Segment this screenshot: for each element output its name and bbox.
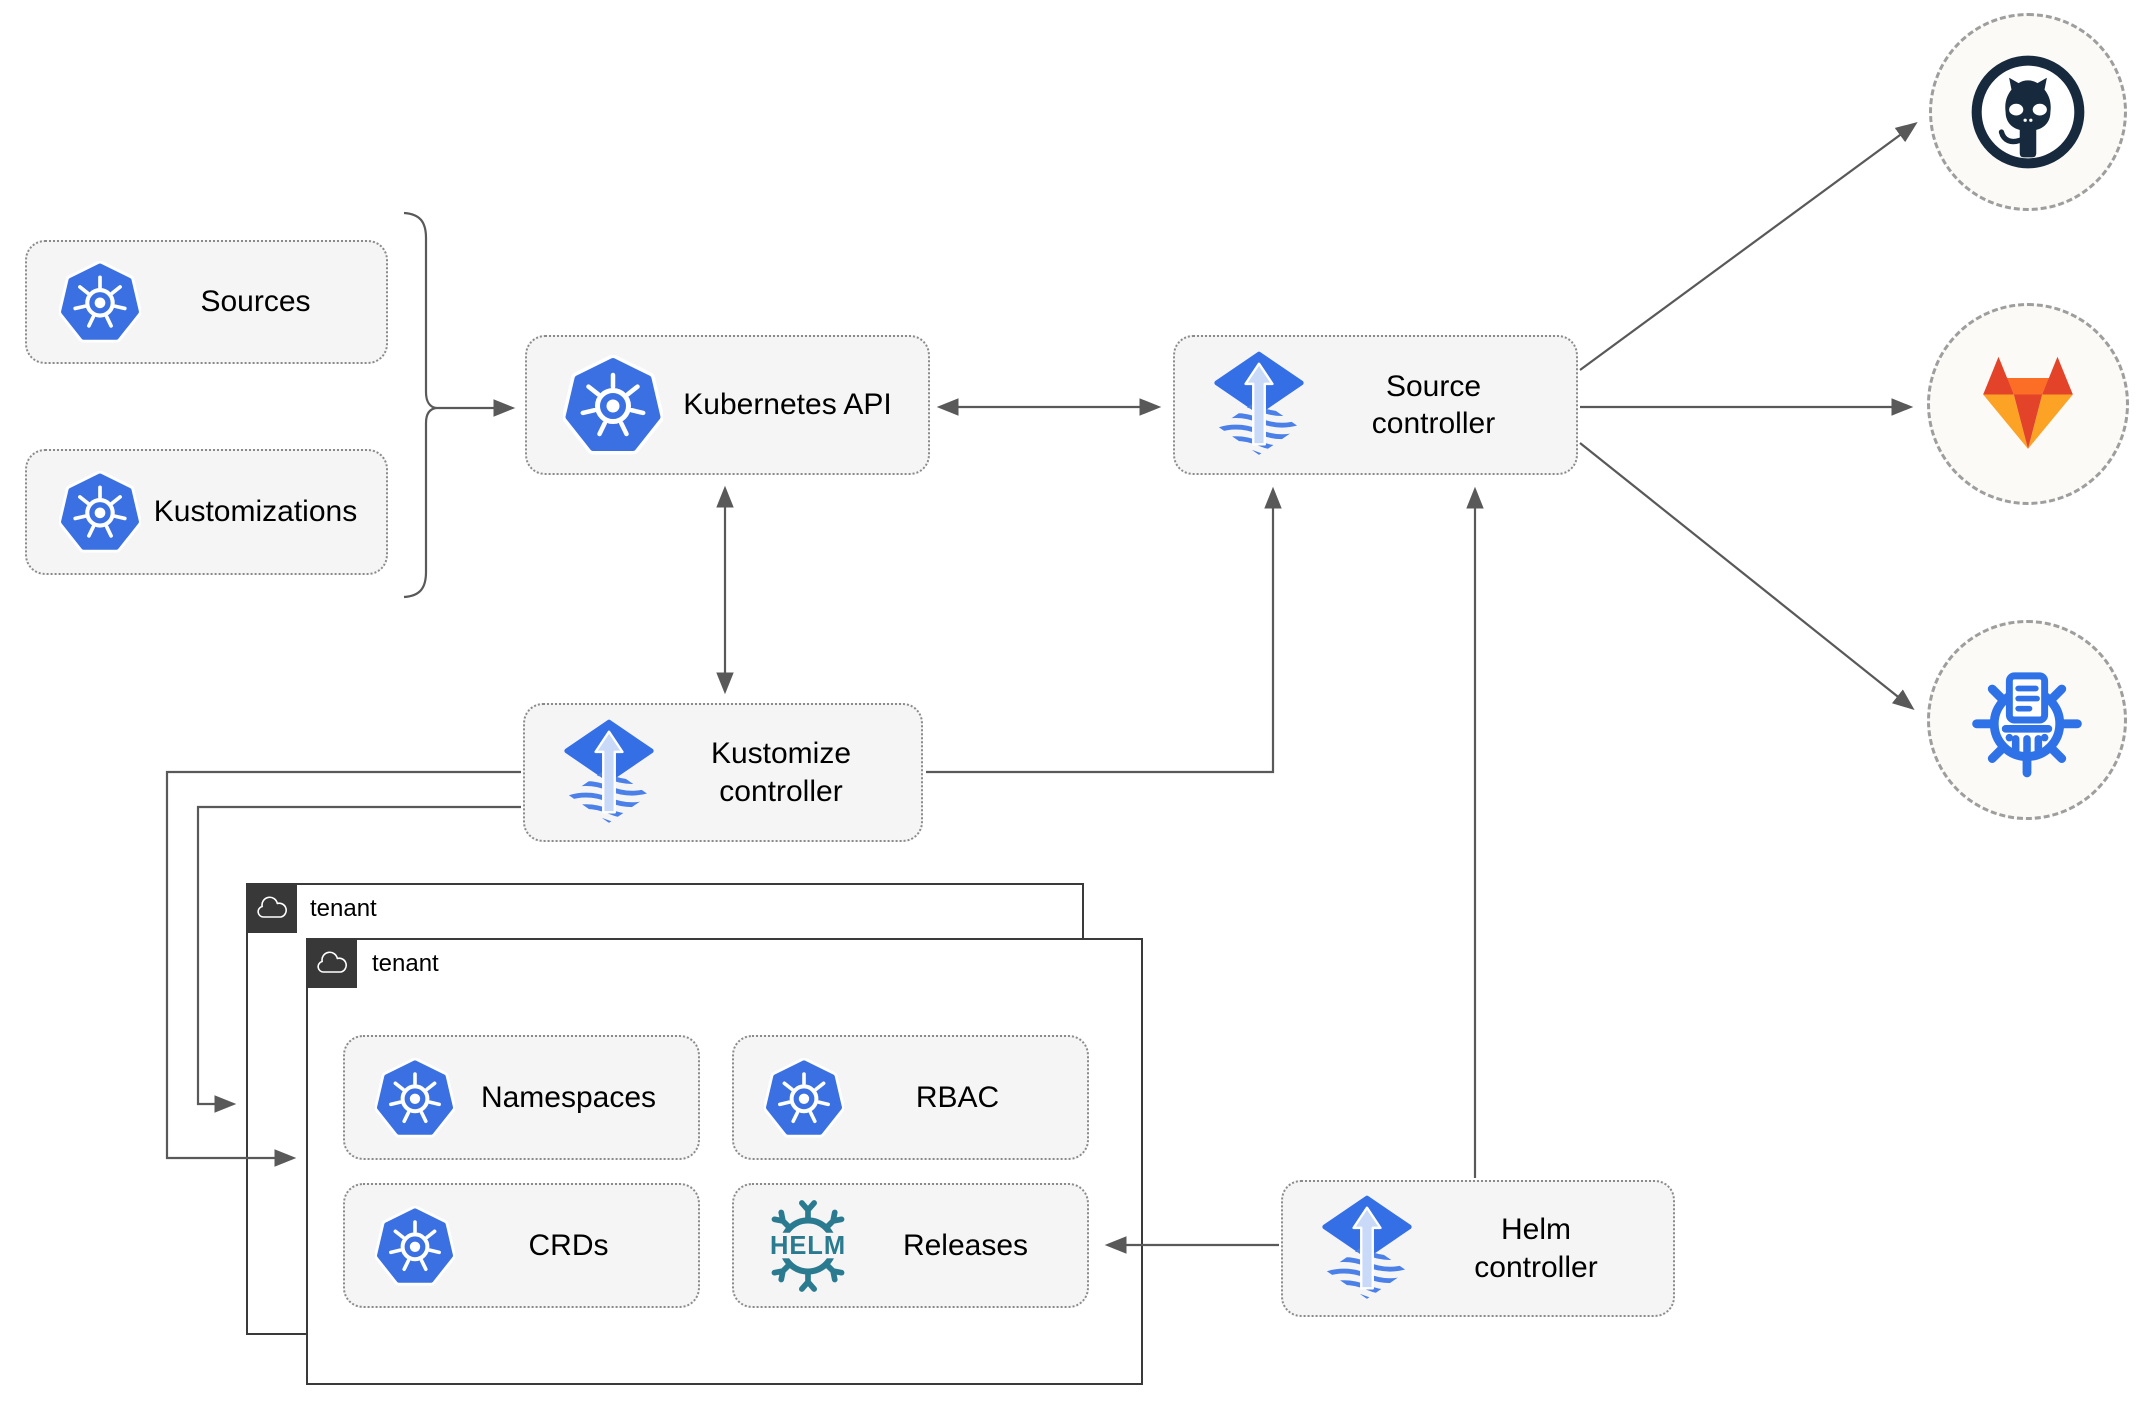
node-kubernetes-api-label: Kubernetes API	[683, 388, 892, 422]
edge-kustomize-controller-source-controller	[926, 486, 1282, 774]
kubernetes-icon	[375, 1206, 455, 1286]
node-kubernetes-api: Kubernetes API	[525, 335, 930, 475]
node-releases: HELM Releases	[732, 1183, 1089, 1308]
node-kustomize-controller-label: Kustomize controller	[710, 737, 852, 808]
node-namespaces-label: Namespaces	[480, 1080, 657, 1114]
kubernetes-icon	[59, 261, 141, 343]
node-rbac: RBAC	[732, 1035, 1089, 1160]
edge-source-controller-harbor	[1579, 442, 1915, 711]
gitlab-icon	[1983, 356, 2073, 449]
helm-icon: HELM	[768, 1199, 848, 1292]
cloud-icon	[255, 896, 289, 921]
tenant-box-front	[306, 938, 1143, 1385]
node-rbac-label: RBAC	[915, 1080, 1000, 1114]
kubernetes-icon	[563, 355, 663, 455]
node-source-controller: Source controller	[1173, 335, 1578, 475]
flux-icon	[1211, 351, 1307, 459]
node-crds-label: CRDs	[528, 1228, 609, 1262]
github-icon	[1971, 55, 2085, 169]
harbor-registry-node	[1927, 620, 2127, 820]
edge-source-controller-github	[1579, 122, 1918, 371]
tenant-front-label: tenant	[372, 950, 439, 977]
node-source-controller-label: Source controller	[1371, 369, 1496, 441]
harbor-registry-icon	[1972, 672, 2082, 778]
cloud-icon	[315, 951, 349, 976]
node-kustomize-controller: Kustomize controller	[523, 703, 923, 842]
gitlab-node	[1927, 303, 2129, 505]
node-sources-label: Sources	[200, 285, 311, 319]
node-kustomizations: Kustomizations	[25, 449, 388, 575]
node-releases-label: Releases	[902, 1228, 1029, 1262]
kubernetes-icon	[59, 471, 141, 553]
flux-icon	[561, 719, 657, 827]
github-node	[1929, 13, 2127, 211]
node-helm-controller: Helm controller	[1281, 1180, 1675, 1317]
helm-logo-text: HELM	[770, 1232, 846, 1260]
node-namespaces: Namespaces	[343, 1035, 700, 1160]
node-kustomizations-label: Kustomizations	[153, 495, 358, 529]
edge-brace-sources-group	[403, 211, 437, 599]
kubernetes-icon	[764, 1058, 844, 1138]
tenant-back-label: tenant	[310, 895, 377, 922]
node-helm-controller-label: Helm controller	[1474, 1213, 1598, 1284]
node-sources: Sources	[25, 240, 388, 364]
kubernetes-icon	[375, 1058, 455, 1138]
tenant-front-tab	[306, 938, 357, 988]
tenant-back-tab	[246, 883, 297, 933]
node-crds: CRDs	[343, 1183, 700, 1308]
flux-icon	[1319, 1195, 1415, 1303]
